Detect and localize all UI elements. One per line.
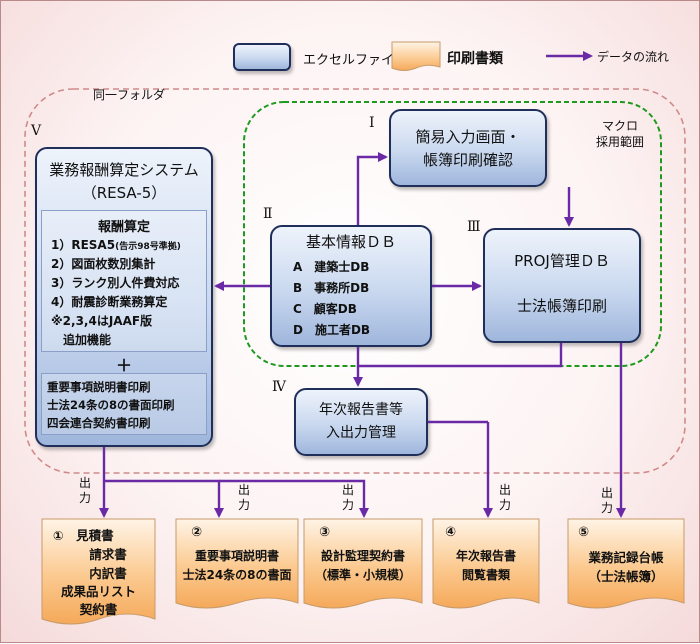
annual-report-line1: 年次報告書等 [319,402,403,418]
output-label-5-line1: 出 [600,486,613,500]
basic-info-db-title: 基本情報ＤＢ [305,233,396,251]
legend-flow-label: データの流れ [597,50,670,64]
roman-iv: Ⅳ [272,379,286,395]
roman-ii: Ⅱ [263,206,273,222]
doc3-line2: 設計監理契約書 [320,549,405,563]
legend-print-swatch [391,41,441,73]
macro-scope-label-line2: 採用範囲 [595,135,644,149]
resa-print-item1: 重要事項説明書印刷 [47,380,151,394]
output-label-1-line1: 出 [78,476,91,490]
doc2-line2: 重要事項説明書 [194,549,279,563]
roman-iii: Ⅲ [467,219,481,235]
resa-system-box [35,147,213,447]
output-label-1: 出 力 [75,476,95,506]
doc5-line1: ⑤ [578,525,590,540]
document-shape-icon [391,41,441,71]
doc1-line4: 成果品リスト [60,584,136,599]
annual-report-box [294,388,428,456]
resa-calc-item1-text: 1）RESA5 [51,238,116,252]
doc3-line1: ③ [319,525,331,540]
proj-db-title: PROJ管理ＤＢ [514,252,610,270]
doc2-line3: 士法24条の8の書面 [182,568,292,582]
proj-db-subtitle: 士法帳簿印刷 [516,297,607,315]
resa-print-item2: 士法24条の8の書面印刷 [47,398,175,412]
resa-print-item3: 四会連合契約書印刷 [47,416,151,430]
resa-title-line2: （RESA-5） [81,184,167,202]
legend-print-label: 印刷書類 [447,51,503,67]
macro-scope-region [243,101,662,367]
output-label-4-line2: 力 [498,498,511,512]
resa-calc-item1-note: (告示98号準拠) [115,242,181,252]
arrow-basic-to-simple [356,152,388,225]
arrow-resa-to-doc3 [219,479,369,518]
resa-calc-item2: 2）図面枚数別集計 [51,257,156,271]
resa-calc-panel [41,210,207,352]
roman-i: Ⅰ [369,115,375,131]
output-label-2-line2: 力 [237,498,250,512]
resa-calc-item4: 4）耐震診断業務算定 [51,295,168,309]
proj-db-box [483,228,641,343]
doc1-line2: 請求書 [89,547,127,562]
output-label-2: 出 力 [234,483,254,513]
resa-calc-item3: 3）ランク別人件費対応 [51,276,180,290]
doc4-line1: ④ [445,525,457,540]
output-label-4: 出 力 [495,483,515,513]
doc4-line3: 閲覧書類 [461,568,510,582]
basic-db-item-b: B 事務所DB [293,281,370,295]
simple-input-box [389,109,547,187]
doc2-line1: ② [191,525,203,540]
resa-plus-sign: ＋ [115,356,132,375]
resa-calc-note-line2: 追加機能 [63,333,112,347]
resa-print-panel [41,373,207,435]
resa-calc-item1: 1）RESA5(告示98号準拠) [51,236,181,253]
output-label-1-line2: 力 [78,491,91,505]
output-label-4-line1: 出 [498,483,511,497]
legend-excel-label: エクセルファイル [303,53,408,68]
doc1-line3: 内訳書 [89,566,127,581]
document-1-shape [41,518,156,625]
output-label-3-line1: 出 [341,483,354,497]
simple-input-line1: 簡易入力画面・ [415,128,521,146]
resa-calc-note-line1: ※2,3,4はJAAF版 [51,314,153,328]
doc1-line1: ① 見積書 [53,528,114,543]
resa-title-line1: 業務報酬算定システム [49,161,199,179]
output-label-3: 出 力 [338,483,358,513]
document-5-shape [567,518,685,609]
same-folder-label: 同一フォルダ [93,88,166,102]
doc5-line2: 業務記録台帳 [588,550,664,565]
document-2-shape [175,518,299,609]
document-3-shape [303,518,423,609]
basic-db-item-d: D 施工者DB [293,323,371,337]
same-folder-region [24,88,686,474]
line-basic-proj-merge [356,343,563,368]
output-label-5: 出 力 [597,486,617,516]
macro-scope-label-line1: マクロ [601,119,638,133]
resa-calc-heading: 報酬算定 [97,220,150,235]
doc1-line5: 契約書 [79,602,118,617]
doc3-line3: （標準・小規模） [314,568,411,582]
simple-input-line2: 帳簿印刷確認 [422,151,513,169]
basic-db-item-a: A 建築士DB [293,260,370,274]
output-label-5-line2: 力 [600,501,613,515]
document-4-shape [432,518,540,609]
output-label-3-line2: 力 [341,498,354,512]
roman-v: Ⅴ [31,123,42,139]
basic-db-item-c: C 顧客DB [293,302,357,316]
basic-info-db-box [270,225,432,347]
output-label-2-line1: 出 [237,483,250,497]
legend-excel-swatch [233,43,291,71]
doc5-line3: （士法帳簿） [588,569,664,584]
doc4-line2: 年次報告書 [455,549,516,563]
annual-report-line2: 入出力管理 [326,425,396,441]
